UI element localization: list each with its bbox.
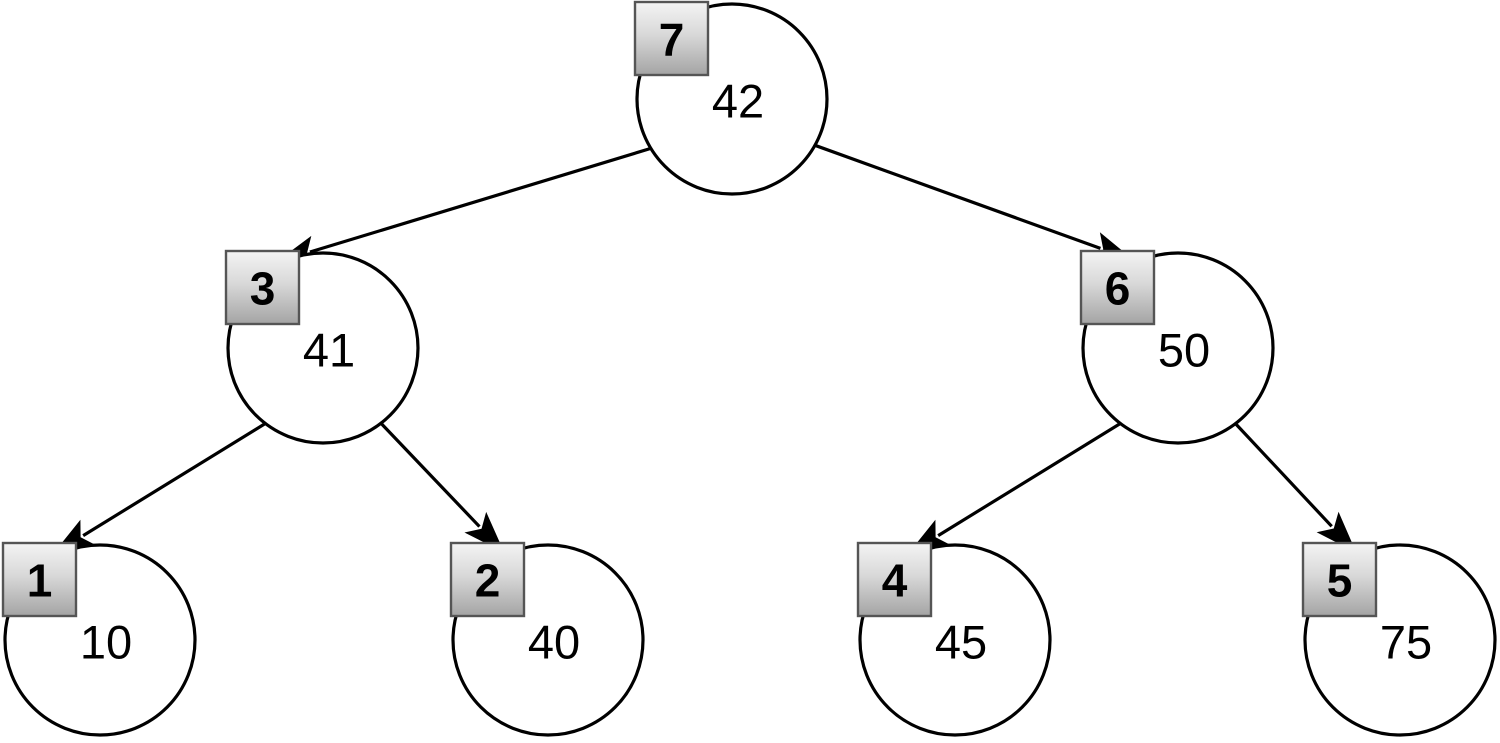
node-index-label: 2	[475, 555, 501, 607]
node-value-label: 42	[712, 75, 764, 128]
node-value-label: 50	[1158, 324, 1210, 377]
tree-node[interactable]: 40 2	[449, 541, 645, 737]
node-value-label: 10	[80, 616, 132, 669]
node-index-label: 5	[1327, 555, 1353, 607]
tree-edge	[275, 146, 652, 265]
tree-node[interactable]: 10 1	[1, 541, 197, 737]
tree-edge	[907, 422, 1122, 555]
node-index-badge[interactable]	[633, 0, 710, 77]
node-index-badge[interactable]	[1, 541, 78, 618]
tree-edge	[1234, 422, 1357, 553]
tree-edge	[814, 143, 1135, 261]
tree-edge	[379, 422, 505, 553]
tree-node[interactable]: 42 7	[633, 0, 829, 196]
node-value-label: 75	[1380, 616, 1432, 669]
tree-node[interactable]: 45 4	[856, 541, 1052, 737]
node-index-label: 4	[882, 555, 908, 607]
tree-node[interactable]: 75 5	[1301, 541, 1497, 737]
node-index-label: 7	[659, 14, 685, 66]
node-index-badge[interactable]	[1301, 541, 1378, 618]
tree-node[interactable]: 50 6	[1079, 249, 1275, 445]
tree-edge	[52, 422, 267, 555]
node-index-badge[interactable]	[856, 541, 933, 618]
node-value-label: 40	[528, 616, 580, 669]
node-value-label: 41	[303, 324, 355, 377]
node-index-label: 6	[1105, 263, 1131, 315]
node-index-label: 1	[27, 555, 53, 607]
node-index-badge[interactable]	[449, 541, 526, 618]
node-index-badge[interactable]	[224, 249, 301, 326]
tree-node[interactable]: 41 3	[224, 249, 420, 445]
node-index-badge[interactable]	[1079, 249, 1156, 326]
node-index-label: 3	[250, 263, 276, 315]
node-value-label: 45	[935, 616, 987, 669]
